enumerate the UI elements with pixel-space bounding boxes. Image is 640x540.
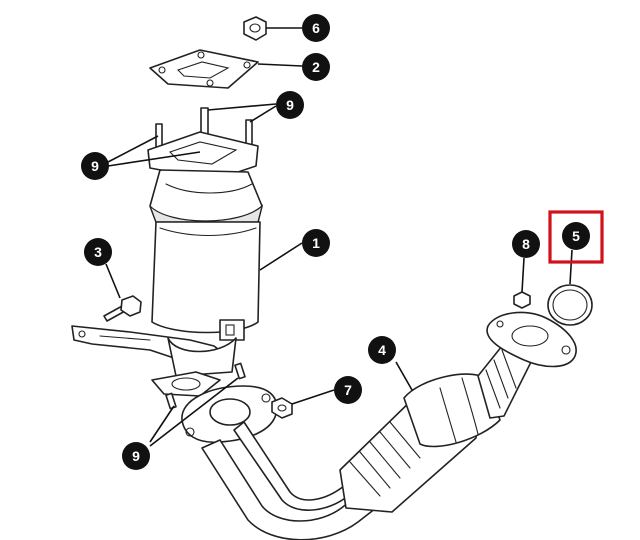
svg-text:9: 9 <box>132 448 140 464</box>
callout-8: 8 <box>512 230 540 258</box>
callout-9-top-right: 9 <box>276 91 304 119</box>
svg-text:1: 1 <box>312 235 320 251</box>
svg-text:9: 9 <box>91 158 99 174</box>
svg-text:2: 2 <box>312 59 320 75</box>
part-8-nut <box>513 291 531 309</box>
highlight-box <box>548 210 604 264</box>
svg-text:8: 8 <box>522 236 530 252</box>
callout-7: 7 <box>334 376 362 404</box>
svg-text:9: 9 <box>286 97 294 113</box>
callout-1: 1 <box>302 229 330 257</box>
part-3-bolt <box>103 295 142 322</box>
callout-2: 2 <box>302 53 330 81</box>
svg-text:3: 3 <box>94 244 102 260</box>
part-1-catalytic-converter <box>71 107 264 410</box>
part-4-front-pipe <box>181 311 577 540</box>
callout-5: 5 <box>562 222 590 250</box>
part-5-seal-ring <box>547 284 593 326</box>
callout-4: 4 <box>368 336 396 364</box>
part-7-nut <box>271 397 293 419</box>
svg-text:5: 5 <box>572 228 580 244</box>
svg-text:7: 7 <box>344 382 352 398</box>
svg-text:4: 4 <box>378 342 386 358</box>
part-2-gasket <box>149 49 259 89</box>
leader-lines <box>105 27 573 447</box>
callout-6: 6 <box>302 14 330 42</box>
callout-9-top-left: 9 <box>81 152 109 180</box>
callout-3: 3 <box>84 238 112 266</box>
svg-text:6: 6 <box>312 20 320 36</box>
callout-9-bottom: 9 <box>122 442 150 470</box>
part-6-nut <box>243 16 267 41</box>
